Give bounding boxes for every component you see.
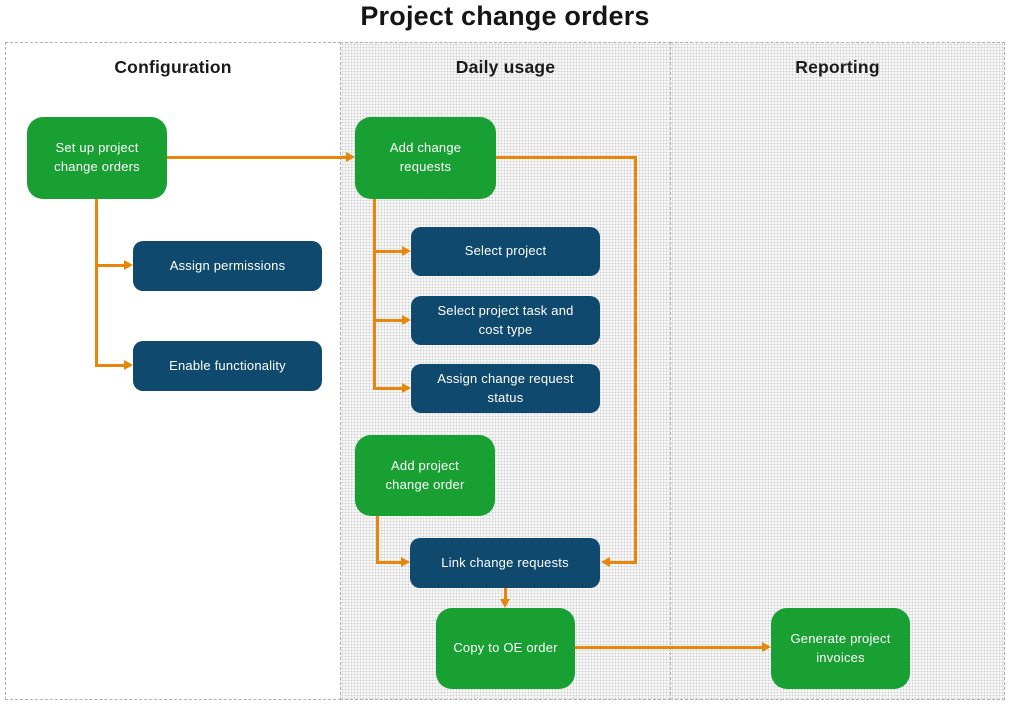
column-reporting: Reporting [670, 42, 1005, 700]
arrowhead-right-icon [124, 260, 133, 270]
column-header-reporting: Reporting [795, 57, 880, 77]
connector-add-change-requests-right [496, 156, 637, 159]
arrowhead-right-icon [401, 557, 410, 567]
arrowhead-right-icon [762, 642, 771, 652]
node-set-up-project-change-orders: Set up project change orders [27, 117, 167, 199]
connector-to-select-project [373, 250, 402, 253]
page-title: Project change orders [360, 1, 650, 31]
node-link-change-requests: Link change requests [410, 538, 600, 588]
connector-add-order-down [376, 516, 379, 564]
node-select-project-task-cost-type: Select project task and cost type [411, 296, 600, 345]
node-copy-to-oe-order: Copy to OE order [436, 608, 575, 689]
connector-to-assign-status [373, 387, 402, 390]
connector-copy-to-invoices [575, 646, 763, 649]
column-header-daily-usage: Daily usage [455, 57, 556, 77]
connector-add-change-requests-down [373, 199, 376, 390]
node-select-project: Select project [411, 227, 600, 276]
column-header-configuration: Configuration [114, 57, 232, 77]
arrowhead-down-icon [500, 599, 510, 608]
arrowhead-left-icon [601, 557, 610, 567]
node-enable-functionality: Enable functionality [133, 341, 322, 391]
connector-return-down [634, 156, 637, 564]
node-assign-change-request-status: Assign change request status [411, 364, 600, 413]
connector-setup-to-add-change-requests [167, 156, 346, 159]
connector-add-order-to-link [376, 561, 402, 564]
arrowhead-right-icon [402, 383, 411, 393]
node-assign-permissions: Assign permissions [133, 241, 322, 291]
node-generate-project-invoices: Generate project invoices [771, 608, 910, 689]
connector-return-to-link [610, 561, 637, 564]
arrowhead-right-icon [124, 360, 133, 370]
node-add-change-requests: Add change requests [355, 117, 496, 199]
arrowhead-right-icon [402, 315, 411, 325]
connector-to-select-task-cost [373, 319, 402, 322]
connector-to-enable-functionality [95, 364, 124, 367]
arrowhead-right-icon [402, 246, 411, 256]
arrowhead-right-icon [346, 152, 355, 162]
connector-setup-down [95, 199, 98, 367]
connector-to-assign-permissions [95, 264, 124, 267]
connector-link-to-copy [504, 588, 507, 600]
node-add-project-change-order: Add project change order [355, 435, 495, 516]
